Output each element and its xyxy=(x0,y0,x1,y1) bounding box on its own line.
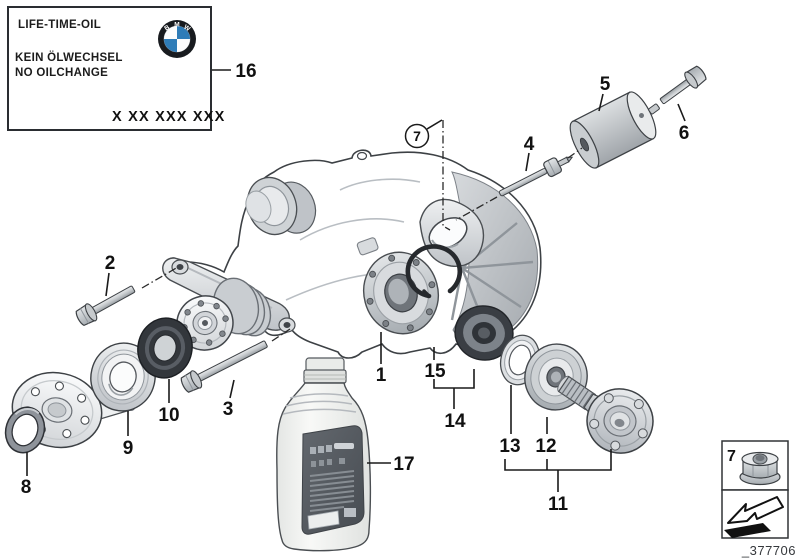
side-bore-boss xyxy=(363,251,439,335)
inset-panel: 7 _377706 xyxy=(721,440,796,558)
bottle-label xyxy=(301,425,365,535)
leader-lines xyxy=(26,69,686,492)
callout-4[interactable]: 4 xyxy=(524,134,535,155)
callout-1[interactable]: 1 xyxy=(376,365,387,386)
callout-10[interactable]: 10 xyxy=(158,405,179,426)
lock-ring-8[interactable] xyxy=(0,402,50,457)
bmw-letter-m: M xyxy=(174,22,179,29)
install-direction-arrow-icon xyxy=(724,496,784,538)
callout-6[interactable]: 6 xyxy=(679,123,690,144)
bolt-3[interactable] xyxy=(179,335,270,394)
callout-8[interactable]: 8 xyxy=(21,477,32,498)
bolt-6[interactable] xyxy=(656,64,708,109)
top-lug-hole xyxy=(356,151,368,161)
bmw-roundel-icon: B M W xyxy=(158,20,196,58)
callout-11[interactable]: 11 xyxy=(548,494,569,515)
label-part-code: X XX XXX XXX xyxy=(112,109,226,125)
oil-info-label: LIFE-TIME-OIL KEIN ÖLWECHSEL NO OILCHANG… xyxy=(7,6,226,131)
callout-12[interactable]: 12 xyxy=(535,436,556,457)
stud-bolt-4[interactable] xyxy=(496,150,575,201)
callout-7-circled[interactable]: 7 xyxy=(404,123,430,149)
callout-5[interactable]: 5 xyxy=(600,74,611,95)
oil-bottle[interactable] xyxy=(276,357,372,552)
rubber-bushing-5[interactable] xyxy=(565,88,662,172)
arm-eye-left xyxy=(171,259,189,275)
bottle-label-graphics xyxy=(307,443,356,530)
bmw-letter-b: B xyxy=(163,24,171,33)
bolt-6-pilot xyxy=(648,103,660,115)
callout-13[interactable]: 13 xyxy=(499,436,520,457)
callout-14[interactable]: 14 xyxy=(444,411,466,432)
label-line2: KEIN ÖLWECHSEL xyxy=(15,51,123,64)
label-line3: NO OILCHANGE xyxy=(15,67,108,79)
doc-number: _377706 xyxy=(741,543,796,558)
bottle-shoulder-ribs xyxy=(282,393,357,415)
callout-3[interactable]: 3 xyxy=(223,399,234,420)
bolt-2[interactable] xyxy=(74,280,138,327)
callout-9[interactable]: 9 xyxy=(123,438,134,459)
snap-ring-15[interactable] xyxy=(405,244,463,299)
callout-15[interactable]: 15 xyxy=(424,361,446,382)
callout-7[interactable]: 7 xyxy=(413,128,421,144)
callout-17[interactable]: 17 xyxy=(393,454,414,475)
front-boss xyxy=(356,237,379,256)
shaft-seal-10[interactable] xyxy=(132,313,197,383)
bmw-letter-w: W xyxy=(182,24,192,34)
flange-nut-icon xyxy=(739,451,781,486)
callout-16[interactable]: 16 xyxy=(235,61,256,82)
callout-2[interactable]: 2 xyxy=(105,253,116,274)
output-shaft-11[interactable] xyxy=(553,371,660,460)
callouts: 1 2 3 4 5 6 7 8 9 10 11 12 13 14 15 16 1… xyxy=(21,61,690,515)
label-line1: LIFE-TIME-OIL xyxy=(18,19,101,31)
differential-housing[interactable] xyxy=(162,149,542,359)
inset-part-number[interactable]: 7 xyxy=(727,448,736,465)
arm-eye-right xyxy=(278,317,296,333)
